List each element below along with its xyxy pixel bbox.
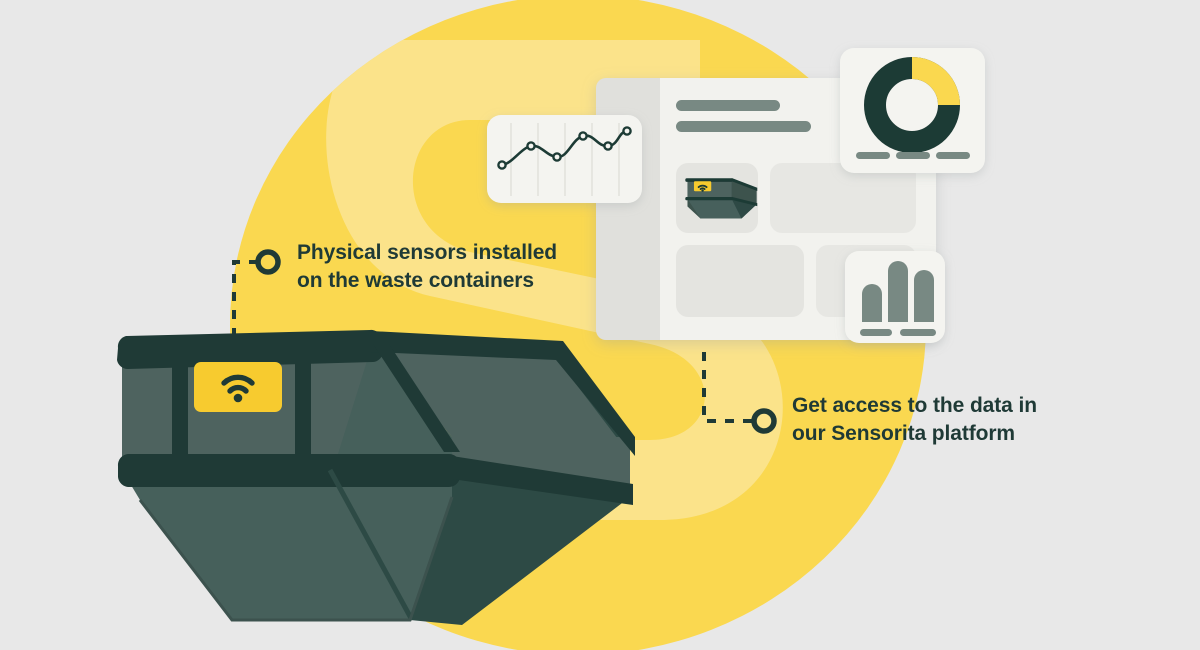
callout-label-platform-access: Get access to the data in our Sensorita …: [792, 394, 1037, 445]
skip-rib-diagonal: [373, 344, 460, 452]
bar-chart-baseline: [860, 329, 936, 336]
callout-marker-sensors[interactable]: [255, 249, 281, 275]
donut-chart: [864, 57, 960, 153]
connector-sensors: [232, 249, 281, 375]
skip-right-hopper: [410, 470, 630, 625]
line-chart-card[interactable]: [487, 115, 642, 203]
tile-placeholder-1[interactable]: [770, 163, 916, 233]
header-line-short: [676, 100, 780, 111]
skip-rib-1: [172, 352, 188, 464]
skip-fold-line: [327, 468, 415, 622]
connector-platform: [702, 352, 777, 434]
dashboard-main-edge: [660, 78, 674, 340]
waste-skip-container[interactable]: [117, 329, 635, 625]
donut-chart-legend: [856, 152, 970, 159]
callout-label-physical-sensors: Physical sensors installed on the waste …: [297, 241, 558, 292]
donut-chart-card[interactable]: [840, 48, 985, 173]
skip-bottom-edge: [138, 496, 454, 622]
skip-top-rail-right: [371, 331, 635, 456]
tile-placeholder-2[interactable]: [676, 245, 804, 317]
skip-rib-2: [295, 348, 311, 464]
wifi-icon-dot: [233, 393, 243, 403]
header-line-long: [676, 121, 811, 132]
line-chart-points: [497, 126, 632, 170]
bar-chart-card[interactable]: [845, 251, 945, 343]
skip-mid-rail-right: [452, 456, 633, 505]
skip-thumbnail-icon: [685, 178, 758, 219]
skip-mid-rail-left: [117, 453, 460, 488]
bar-chart-bars: [862, 261, 934, 322]
callout-marker-platform[interactable]: [751, 408, 777, 434]
skip-slant-face: [333, 345, 452, 470]
wifi-icon: [221, 374, 255, 394]
wifi-sensor-badge[interactable]: [194, 362, 282, 412]
line-chart-series: [497, 126, 632, 170]
s-watermark: [326, 40, 783, 520]
